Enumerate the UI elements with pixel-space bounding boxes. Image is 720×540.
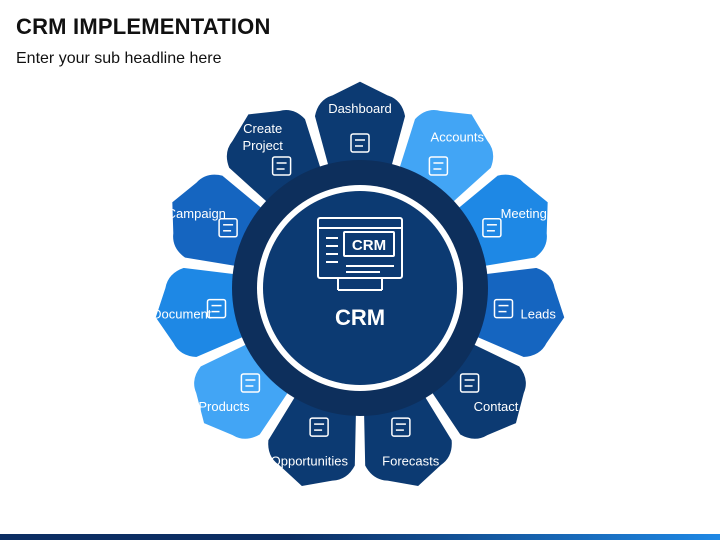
segment-dashboard: Dashboard bbox=[311, 78, 409, 182]
segment-label-meeting: Meeting bbox=[501, 206, 547, 221]
dashboard-icon bbox=[350, 133, 370, 153]
segment-label-contact: Contact bbox=[474, 399, 519, 414]
products-icon bbox=[240, 373, 261, 393]
meeting-icon bbox=[482, 218, 502, 238]
page-subtitle: Enter your sub headline here bbox=[16, 50, 222, 67]
segment-document: Document bbox=[152, 264, 259, 360]
crm-monitor-icon bbox=[317, 217, 403, 291]
segment-label-opportunities: Opportunities bbox=[271, 454, 349, 469]
crm-screen-text: CRM bbox=[352, 237, 386, 254]
bottom-accent-bar bbox=[0, 534, 720, 540]
document-icon bbox=[206, 298, 227, 319]
segment-label-document: Document bbox=[152, 307, 212, 322]
forecasts-icon bbox=[391, 417, 411, 437]
opportunities-icon bbox=[309, 417, 329, 437]
create-project-icon bbox=[271, 156, 292, 176]
center-circle bbox=[263, 191, 457, 385]
segment-label-accounts: Accounts bbox=[431, 130, 485, 145]
segment-label-dashboard: Dashboard bbox=[328, 101, 392, 116]
segment-label-forecasts: Forecasts bbox=[382, 454, 440, 469]
campaign-icon bbox=[218, 218, 238, 238]
center-label: CRM bbox=[335, 305, 385, 330]
accounts-icon bbox=[428, 156, 449, 176]
segment-label-campaign: Campaign bbox=[167, 206, 226, 221]
leads-icon bbox=[493, 298, 514, 319]
segment-label-leads: Leads bbox=[520, 307, 556, 322]
contact-icon bbox=[459, 373, 480, 393]
page-title: CRM IMPLEMENTATION bbox=[16, 14, 271, 39]
segment-label-products: Products bbox=[198, 399, 250, 414]
